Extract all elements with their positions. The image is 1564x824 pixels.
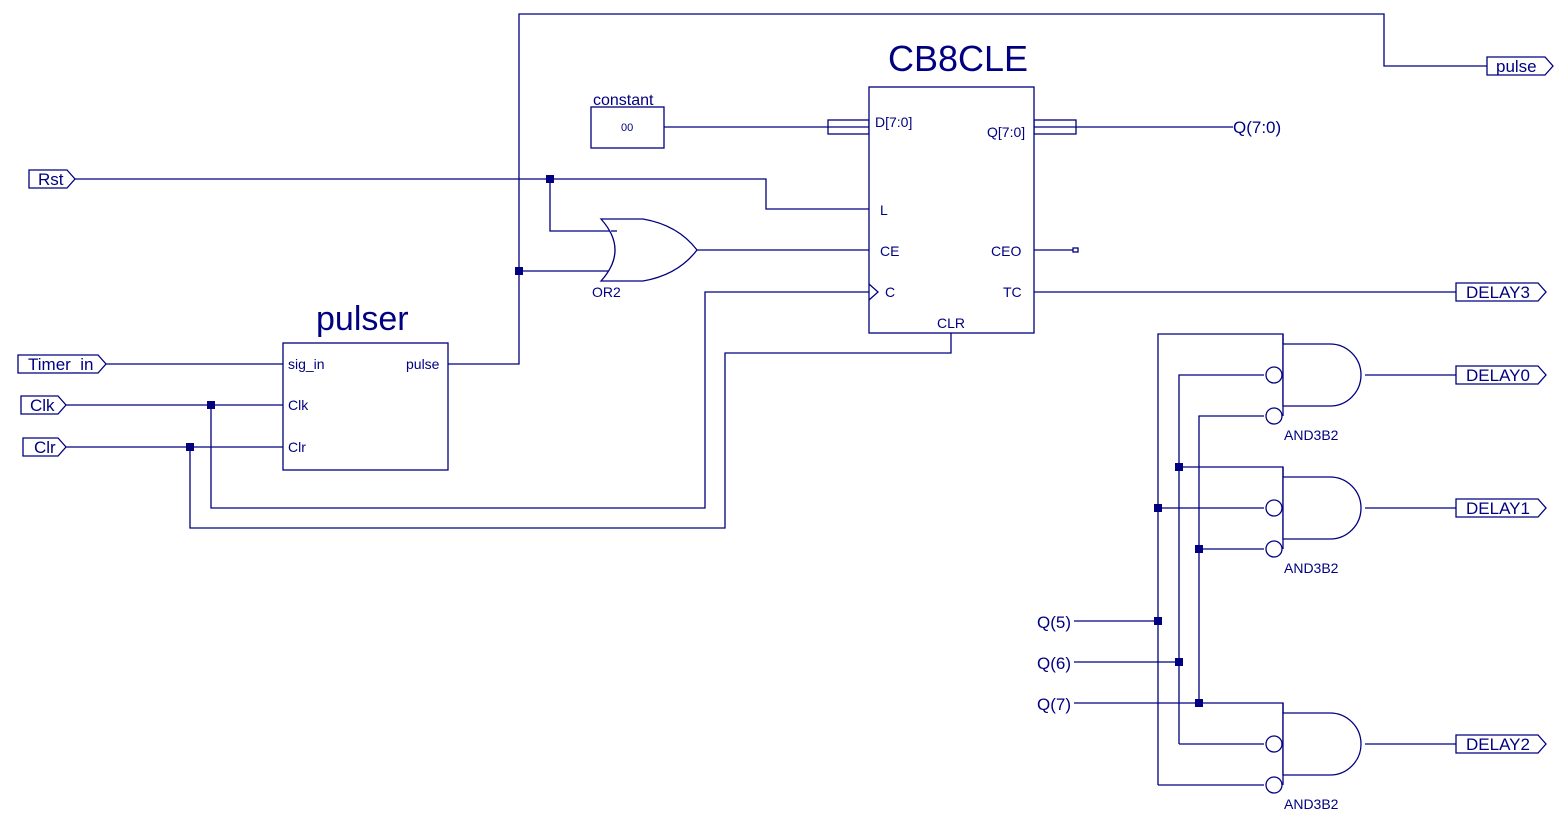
port-delay1[interactable]: DELAY1: [1455, 498, 1547, 518]
wire-q6-to-and1[interactable]: [1179, 466, 1284, 477]
ceo-terminal: [1072, 247, 1079, 253]
constant-value: 00: [621, 122, 633, 134]
net-label-q6: Q(6): [1037, 654, 1071, 673]
constant-block[interactable]: constant 00: [590, 92, 665, 149]
port-pulse-out-label: pulse: [1496, 57, 1537, 76]
wire-q6-vertical[interactable]: [1178, 374, 1264, 744]
port-clk[interactable]: Clk: [20, 395, 67, 415]
port-delay2-label: DELAY2: [1466, 735, 1530, 754]
port-rst-label: Rst: [38, 170, 64, 189]
port-clr[interactable]: Clr: [22, 437, 67, 457]
and3b2-gate-1[interactable]: AND3B2: [1265, 467, 1362, 576]
inverter-bubble: [1265, 407, 1283, 425]
junction-dot: [1195, 699, 1203, 707]
pulser-pin-clr: Clr: [288, 439, 306, 455]
and3b2-label-2: AND3B2: [1284, 796, 1339, 812]
counter-pin-l: L: [880, 202, 888, 218]
wire-rst-to-or[interactable]: [549, 179, 611, 232]
wire-pulse[interactable]: [448, 13, 1487, 365]
port-delay1-label: DELAY1: [1466, 499, 1530, 518]
inverter-bubble: [1265, 499, 1283, 517]
net-label-q7: Q(7): [1037, 695, 1071, 714]
port-delay2[interactable]: DELAY2: [1455, 734, 1547, 754]
net-label-q5: Q(5): [1037, 613, 1071, 632]
junction-dot: [515, 267, 523, 275]
pulser-title: pulser: [316, 300, 409, 338]
net-label-q-bus: Q(7:0): [1233, 118, 1281, 137]
port-pulse-out[interactable]: pulse: [1486, 56, 1554, 76]
junctions: [186, 175, 1203, 707]
junction-dot: [186, 443, 194, 451]
or2-gate[interactable]: OR2: [592, 218, 698, 300]
clock-edge-icon: [868, 283, 879, 301]
counter-pin-clr: CLR: [937, 315, 965, 331]
port-clk-label: Clk: [30, 396, 55, 415]
port-delay3[interactable]: DELAY3: [1455, 282, 1547, 302]
and3b2-gate-2[interactable]: AND3B2: [1265, 703, 1362, 812]
junction-dot: [1175, 463, 1183, 471]
counter-pin-ce: CE: [880, 243, 899, 259]
junction-dot: [1175, 658, 1183, 666]
counter-pin-q: Q[7:0]: [987, 124, 1025, 140]
counter-pin-tc: TC: [1003, 284, 1022, 300]
counter-pin-c: C: [885, 284, 895, 300]
counter-title: CB8CLE: [888, 38, 1028, 79]
port-delay0[interactable]: DELAY0: [1455, 365, 1547, 385]
wire-q7-vertical[interactable]: [1198, 415, 1264, 703]
port-clr-label: Clr: [34, 438, 56, 457]
pulser-pin-pulse: pulse: [406, 356, 440, 372]
junction-dot: [1195, 545, 1203, 553]
pulser-pin-sig-in: sig_in: [288, 356, 325, 372]
and3b2-label-1: AND3B2: [1284, 560, 1339, 576]
inverter-bubble: [1265, 540, 1283, 558]
inverter-bubble: [1265, 776, 1283, 794]
counter-pin-d: D[7:0]: [875, 114, 912, 130]
junction-dot: [207, 401, 215, 409]
junction-dot: [1154, 617, 1162, 625]
and3b2-gate-0[interactable]: AND3B2: [1265, 334, 1362, 443]
port-delay3-label: DELAY3: [1466, 283, 1530, 302]
wire-clr-to-counter[interactable]: [189, 333, 952, 529]
cb8cle-counter[interactable]: CB8CLE D[7:0] L CE C CLR Q[7:0] CEO TC: [868, 38, 1035, 334]
junction-dot: [1154, 504, 1162, 512]
or2-label: OR2: [592, 284, 621, 300]
pulser-block[interactable]: pulser sig_in Clk Clr pulse: [282, 300, 449, 471]
port-rst[interactable]: Rst: [28, 169, 76, 189]
port-delay0-label: DELAY0: [1466, 366, 1530, 385]
wire-clk-to-counter[interactable]: [210, 291, 869, 509]
constant-title: constant: [593, 92, 654, 109]
port-timer-in-label: Timer_in: [28, 355, 94, 374]
wires: [66, 13, 1487, 786]
counter-pin-ceo: CEO: [991, 243, 1021, 259]
wire-rst[interactable]: [75, 178, 869, 210]
port-timer-in[interactable]: Timer_in: [17, 354, 107, 374]
junction-dot: [546, 175, 554, 183]
inverter-bubble: [1265, 735, 1283, 753]
wire-q5-vertical[interactable]: [1157, 333, 1284, 785]
pulser-pin-clk: Clk: [288, 397, 309, 413]
and3b2-label-0: AND3B2: [1284, 427, 1339, 443]
inverter-bubble: [1265, 366, 1283, 384]
